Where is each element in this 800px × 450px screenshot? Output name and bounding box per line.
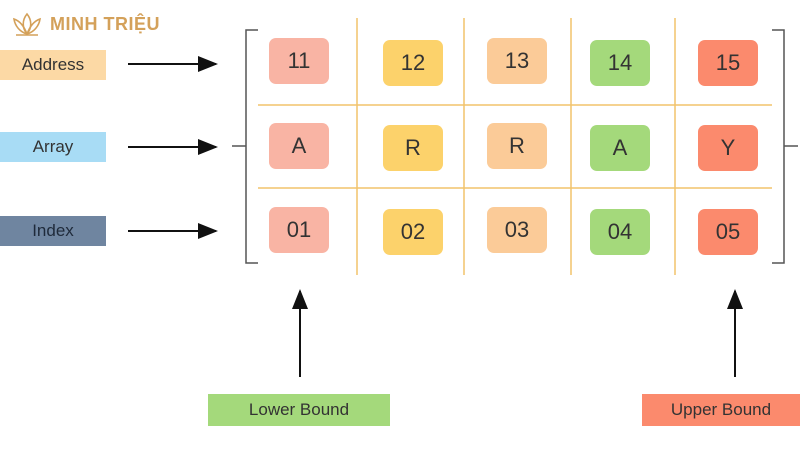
address-cell: 15 (698, 40, 758, 86)
lower-bound-label: Lower Bound (208, 394, 390, 426)
index-cell: 05 (698, 209, 758, 255)
array-cell: Y (698, 125, 758, 171)
index-cell: 01 (269, 207, 329, 253)
brand-name: MINH TRIỆU (50, 13, 160, 34)
address-cell: 11 (269, 38, 329, 84)
index-cell: 03 (487, 207, 547, 253)
array-cell: A (590, 125, 650, 171)
index-cell: 04 (590, 209, 650, 255)
array-cell: A (269, 123, 329, 169)
address-cell: 13 (487, 38, 547, 84)
grid-vertical-lines (356, 18, 676, 275)
address-cell: 12 (383, 40, 443, 86)
index-cell: 02 (383, 209, 443, 255)
grid-horizontal-lines (258, 104, 772, 189)
address-label: Address (0, 50, 106, 80)
address-cell: 14 (590, 40, 650, 86)
right-bracket (772, 29, 798, 264)
array-label: Array (0, 132, 106, 162)
array-cell: R (383, 125, 443, 171)
left-bracket (232, 29, 258, 264)
lotus-icon (13, 12, 41, 36)
index-label: Index (0, 216, 106, 246)
brand-logo: MINH TRIỆU (10, 10, 160, 38)
upper-bound-label: Upper Bound (642, 394, 800, 426)
array-cell: R (487, 123, 547, 169)
